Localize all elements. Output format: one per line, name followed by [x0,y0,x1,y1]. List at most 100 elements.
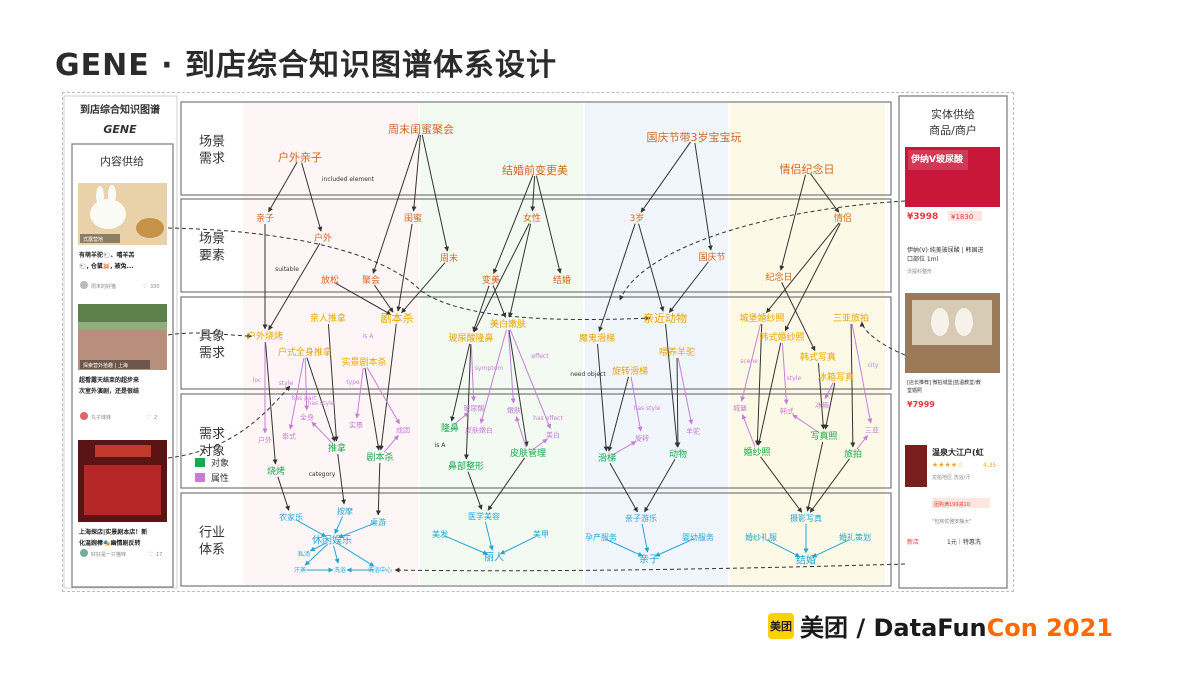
graph-node: 纪念日 [765,271,792,283]
graph-edge [532,438,548,450]
card-author: 周末的好猫 [91,283,116,290]
legend-object-label: 对象 [211,457,229,469]
graph-node: 旋转滑梯 [612,365,648,377]
card-tag-bg [80,234,120,243]
column-tint-parent [585,103,728,585]
graph-edge [421,134,450,252]
product-price: ¥3998 [907,212,938,222]
graph-edge [766,222,840,313]
card-text: 上海探店|实景剧本店！新 [79,528,147,536]
graph-node: 医学美容 [468,511,500,521]
graph-edge [383,434,399,453]
card-author: 好好是一只猫咪 [91,551,126,558]
product-image-inner [912,300,992,345]
graph-edge [301,162,323,232]
stage-curtain [84,465,161,515]
product-banner-inner [908,150,968,170]
graph-node: 户外亲子 [278,150,322,164]
supply-link [859,321,906,356]
graph-node: 婚纱照 [743,446,770,458]
row-label: 体系 [199,543,225,558]
graph-edge [598,223,636,332]
edge-label: has effect [533,415,563,422]
card-text: 化温婉棒🎭幽情剧反转 [79,539,140,547]
graph-node: 户外 [258,435,272,444]
graph-edge [766,539,801,558]
new-store-badge: 新店 [907,538,919,546]
graph-node: 孕产服务 [585,532,617,542]
graph-node: 城堡婚纱照 [739,312,784,324]
graph-node: 放松 [321,274,339,286]
left-panel-subtitle: GENE [103,123,137,136]
row-label: 需求 [199,346,225,361]
graph-edge [334,516,344,535]
graph-edge [530,175,536,212]
graph-edge [411,134,421,212]
graph-edge [264,341,278,465]
graph-edge [337,453,347,505]
graph-node: 洗浴中心 [368,566,392,574]
content-card[interactable]: 探索营外拾趣 | 上海 超看露天结束的超步来 次室外演剧，还是很结 丸子妹妹 ♡… [78,304,167,421]
guinea-pig [136,218,164,238]
product-card[interactable]: 伊纳V玻尿酸 ¥3998 ¥1830 伊纳(V)·纯美玻尿酸 | 韩国进 口部位… [905,147,1000,275]
graph-node: 玻尿酸隆鼻 [448,332,493,344]
graph-edge [638,223,665,312]
supply-link [167,385,291,459]
card-banner [95,445,151,457]
column-tint-leisure [243,103,418,585]
graph-edge [375,462,381,516]
card-likes: 2 [154,415,157,421]
graph-node: 美发 [432,529,448,539]
graph-node: 婚纱礼服 [745,532,777,542]
graph-node: 国庆节带3岁宝宝玩 [647,130,742,144]
graph-node: 聚会 [362,274,380,286]
logo-text: 美团 / DataFunCon 2021 [800,608,1113,643]
graph-edge [509,329,551,429]
graph-edge [760,456,803,513]
graph-edge [401,262,446,314]
product-line: 伊纳(V)·纯美玻尿酸 | 韩国进 [907,246,984,254]
graph-edge [508,329,529,447]
edge-label: effect [531,353,549,360]
graph-edge [811,539,850,558]
graph-node: 泰式 [282,431,296,440]
graph-node: 汗蒸 [294,566,306,574]
product-card[interactable]: [店长推荐] 微拍城堡|蓝温教堂/教 堂婚照 ¥7999 [905,293,1000,409]
path-image [78,330,167,370]
graph-node: 剧本杀 [381,311,414,325]
graph-edge [741,414,756,447]
edge-label: city [868,362,879,369]
graph-node: 美白 [546,430,560,439]
card-author: 丸子妹妹 [91,414,111,421]
brand-logo: 美团 美团 / DataFunCon 2021 [768,608,1113,643]
graph-edge [334,282,392,315]
graph-edge [268,161,298,213]
graph-edge [372,134,420,274]
row-label: 需求 [199,427,225,442]
graph-edge [781,342,789,405]
edge-label: loc [253,377,262,384]
merchant-card[interactable]: 温泉大江户(虹 ★★★★☆ 4.35 龙柏地区 洗浴/汗 团购满199减10 "… [905,445,997,546]
avatar [80,549,88,557]
row-label: 对象 [199,444,225,459]
row-label: 要素 [199,249,225,264]
graph-edge [740,323,762,402]
edge-label: type [346,379,360,386]
graph-node: 摄影写真 [790,513,822,523]
graph-edge [479,329,507,424]
graph-node: 国庆节 [698,251,725,263]
graph-edge [378,323,397,451]
graph-node: 亲子游乐 [625,513,657,523]
graph-edge [304,357,310,411]
diagram-frame [62,92,1014,592]
tree-line [78,304,167,322]
graph-edge [268,242,321,331]
heart-icon: ♡ [148,551,153,558]
graph-edge [304,543,328,566]
graph-edge [851,323,873,424]
graph-edge [654,539,693,557]
content-card[interactable]: 式露营地 有萌羊驼🐑、嘻羊羔 🐑, 仓鼠🐹, 被兔... 周末的好猫 ♡ 330 [78,183,167,290]
graph-edge [454,412,470,425]
content-card[interactable]: 上海探店|实景剧本店！新 化温婉棒🎭幽情剧反转 好好是一只猫咪 ♡ 17 [78,440,167,558]
